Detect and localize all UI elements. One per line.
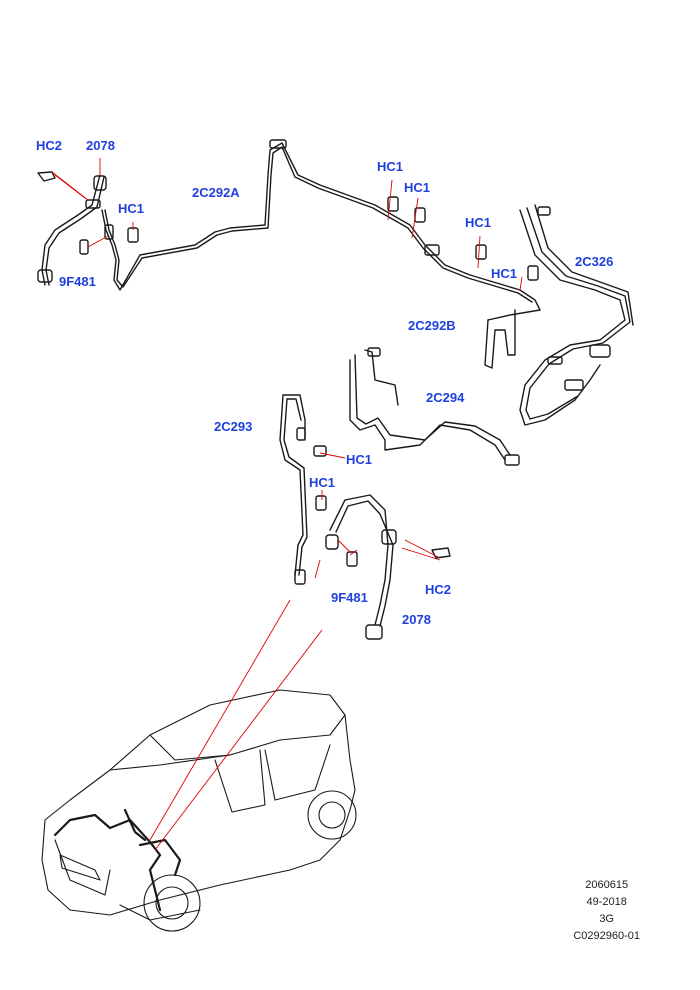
pipe-2c292a [101, 139, 541, 321]
callout-2c294[interactable]: 2C294 [426, 390, 465, 405]
callout-2c292b[interactable]: 2C292B [408, 318, 456, 333]
pipe-2c326 [519, 204, 634, 426]
callout-hc2-bottom[interactable]: HC2 [425, 582, 452, 597]
callout-hc1-lower-b[interactable]: HC1 [309, 475, 336, 490]
callout-hc1-mid-b[interactable]: HC1 [404, 180, 431, 195]
callout-hc2-top[interactable]: HC2 [36, 138, 63, 153]
hose-2078-upper [37, 174, 107, 286]
meta-line-4: C0292960-01 [573, 930, 640, 942]
pipe-2c292b [484, 309, 516, 369]
pipe-2c293 [279, 394, 308, 585]
callout-2078-bottom[interactable]: 2078 [402, 612, 431, 627]
leader-lines [51, 158, 523, 851]
meta-line-1: 2060615 [585, 879, 629, 891]
callout-hc1-right-b[interactable]: HC1 [491, 266, 518, 281]
callout-9f481-bottom[interactable]: 9F481 [331, 590, 368, 605]
pipe-drawing [37, 139, 634, 932]
hose-2078-lower [325, 494, 397, 640]
callout-hc1-mid-a[interactable]: HC1 [377, 159, 404, 174]
vehicle-outline [41, 689, 357, 932]
callout-hc1-lower-a[interactable]: HC1 [346, 452, 373, 467]
drawing-metadata: 2060615 49-2018 3G C0292960-01 [573, 877, 640, 945]
callout-9f481-top[interactable]: 9F481 [59, 274, 96, 289]
pipe-2c294 [349, 347, 520, 466]
vehicle-brake-lines [53, 808, 182, 912]
hc1-clips [79, 196, 539, 567]
hc2-clip-top [37, 171, 56, 182]
meta-line-3: 3G [599, 913, 614, 925]
callout-2078-top[interactable]: 2078 [86, 138, 115, 153]
callout-hc1-right[interactable]: HC1 [465, 215, 492, 230]
callout-2c292a[interactable]: 2C292A [192, 185, 240, 200]
callout-hc1-left[interactable]: HC1 [118, 201, 145, 216]
meta-line-2: 49-2018 [586, 896, 627, 908]
callout-2c326[interactable]: 2C326 [575, 254, 614, 269]
callout-2c293[interactable]: 2C293 [214, 419, 253, 434]
